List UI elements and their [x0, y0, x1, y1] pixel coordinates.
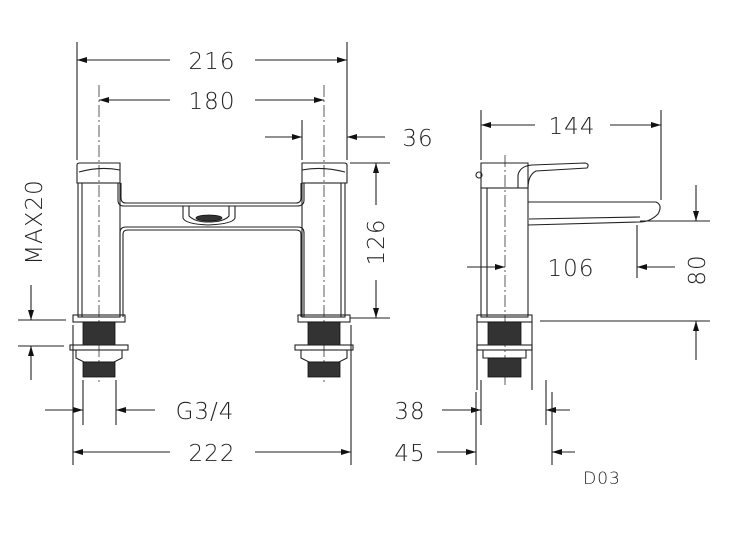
dim-38: 38 [394, 399, 425, 425]
side-view [475, 155, 661, 390]
front-view [69, 85, 354, 385]
dim-36: 36 [402, 126, 433, 152]
dim-80: 80 [685, 254, 711, 285]
dim-144: 144 [549, 114, 596, 140]
dim-max20: MAX20 [22, 179, 48, 265]
drawing-code: D03 [583, 469, 621, 489]
dim-216: 216 [189, 49, 236, 75]
dim-45: 45 [394, 441, 425, 467]
side-dimensions: 144 106 80 38 45 D03 [394, 110, 711, 489]
dim-g3-4: G3/4 [176, 399, 235, 425]
dim-180: 180 [189, 89, 236, 115]
front-dimensions: 216 180 36 126 MAX20 G3/4 222 [18, 42, 433, 467]
dim-106: 106 [548, 256, 595, 282]
dim-126: 126 [364, 219, 390, 266]
dim-222: 222 [189, 441, 236, 467]
